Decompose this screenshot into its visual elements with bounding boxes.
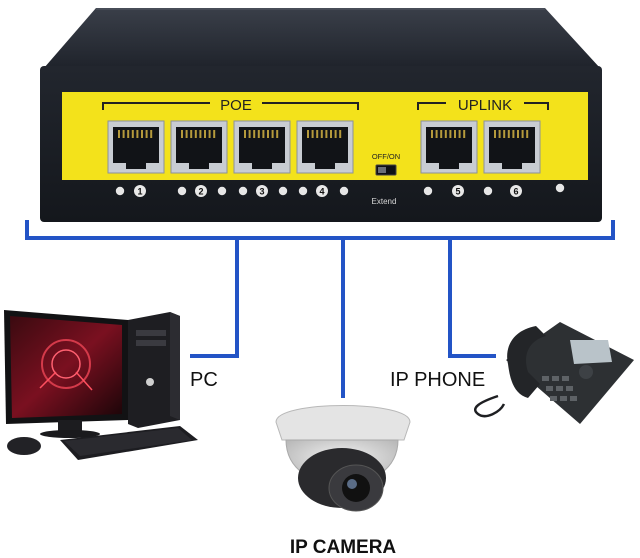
port-number-6: 6 [513,187,518,197]
camera-label: IP CAMERA [290,537,397,558]
status-led-extra-1 [217,186,227,196]
status-led-5 [339,186,349,196]
status-led-2 [177,186,187,196]
port-number-badge-2 [195,185,207,197]
connector-bus [25,220,615,240]
ip-phone-illustration [474,322,634,424]
rj45-port-6[interactable] [483,120,541,174]
pc-mouse [7,437,41,455]
rj45-port-2[interactable] [170,120,228,174]
phone-display [570,340,612,364]
switch-toggle-label: OFF/ON [372,152,400,161]
port-number-5: 5 [455,187,460,197]
status-led-6 [423,186,433,196]
port-number-1: 1 [137,187,142,197]
port-number-badge-3 [256,185,268,197]
port-number-4: 4 [319,187,324,197]
camera-mount-ring [275,405,411,441]
status-led-extra-2 [278,186,288,196]
rj45-port-5[interactable] [420,120,478,174]
uplink-bracket [417,102,549,110]
extend-label: Extend [372,197,397,206]
status-led-3 [238,186,248,196]
rj45-port-3[interactable] [233,120,291,174]
port-number-badge-6 [510,185,522,197]
poe-bracket [102,102,359,110]
leds-layer: 1 2 3 4 5 6 [115,185,522,197]
ports-layer [107,120,541,174]
ip-camera-illustration [275,405,411,512]
pc-label: PC [190,369,218,391]
status-led-7 [483,186,493,196]
switch-top-panel [44,8,600,68]
port-number-badge-4 [316,185,328,197]
rj45-port-4[interactable] [296,120,354,174]
connector-pc [190,238,239,358]
phone-handset [507,326,546,398]
port-number-badge-5 [452,185,464,197]
status-led-1 [115,186,125,196]
pc-illustration [4,310,198,460]
phone-label: IP PHONE [390,369,485,391]
port-number-3: 3 [259,187,264,197]
status-led-4 [298,186,308,196]
port-number-2: 2 [198,187,203,197]
port-number-badge-1 [134,185,146,197]
power-led [555,183,565,193]
rj45-port-1[interactable] [107,120,165,174]
poe-switch: POE UPLINK OFF/ON Extend 1 2 3 4 5 6 [40,8,602,222]
pc-screen [10,316,122,418]
network-connectors [25,220,615,398]
uplink-label: UPLINK [458,97,512,114]
poe-label: POE [220,97,252,114]
connector-phone [448,238,496,358]
phone-cord [474,394,506,418]
